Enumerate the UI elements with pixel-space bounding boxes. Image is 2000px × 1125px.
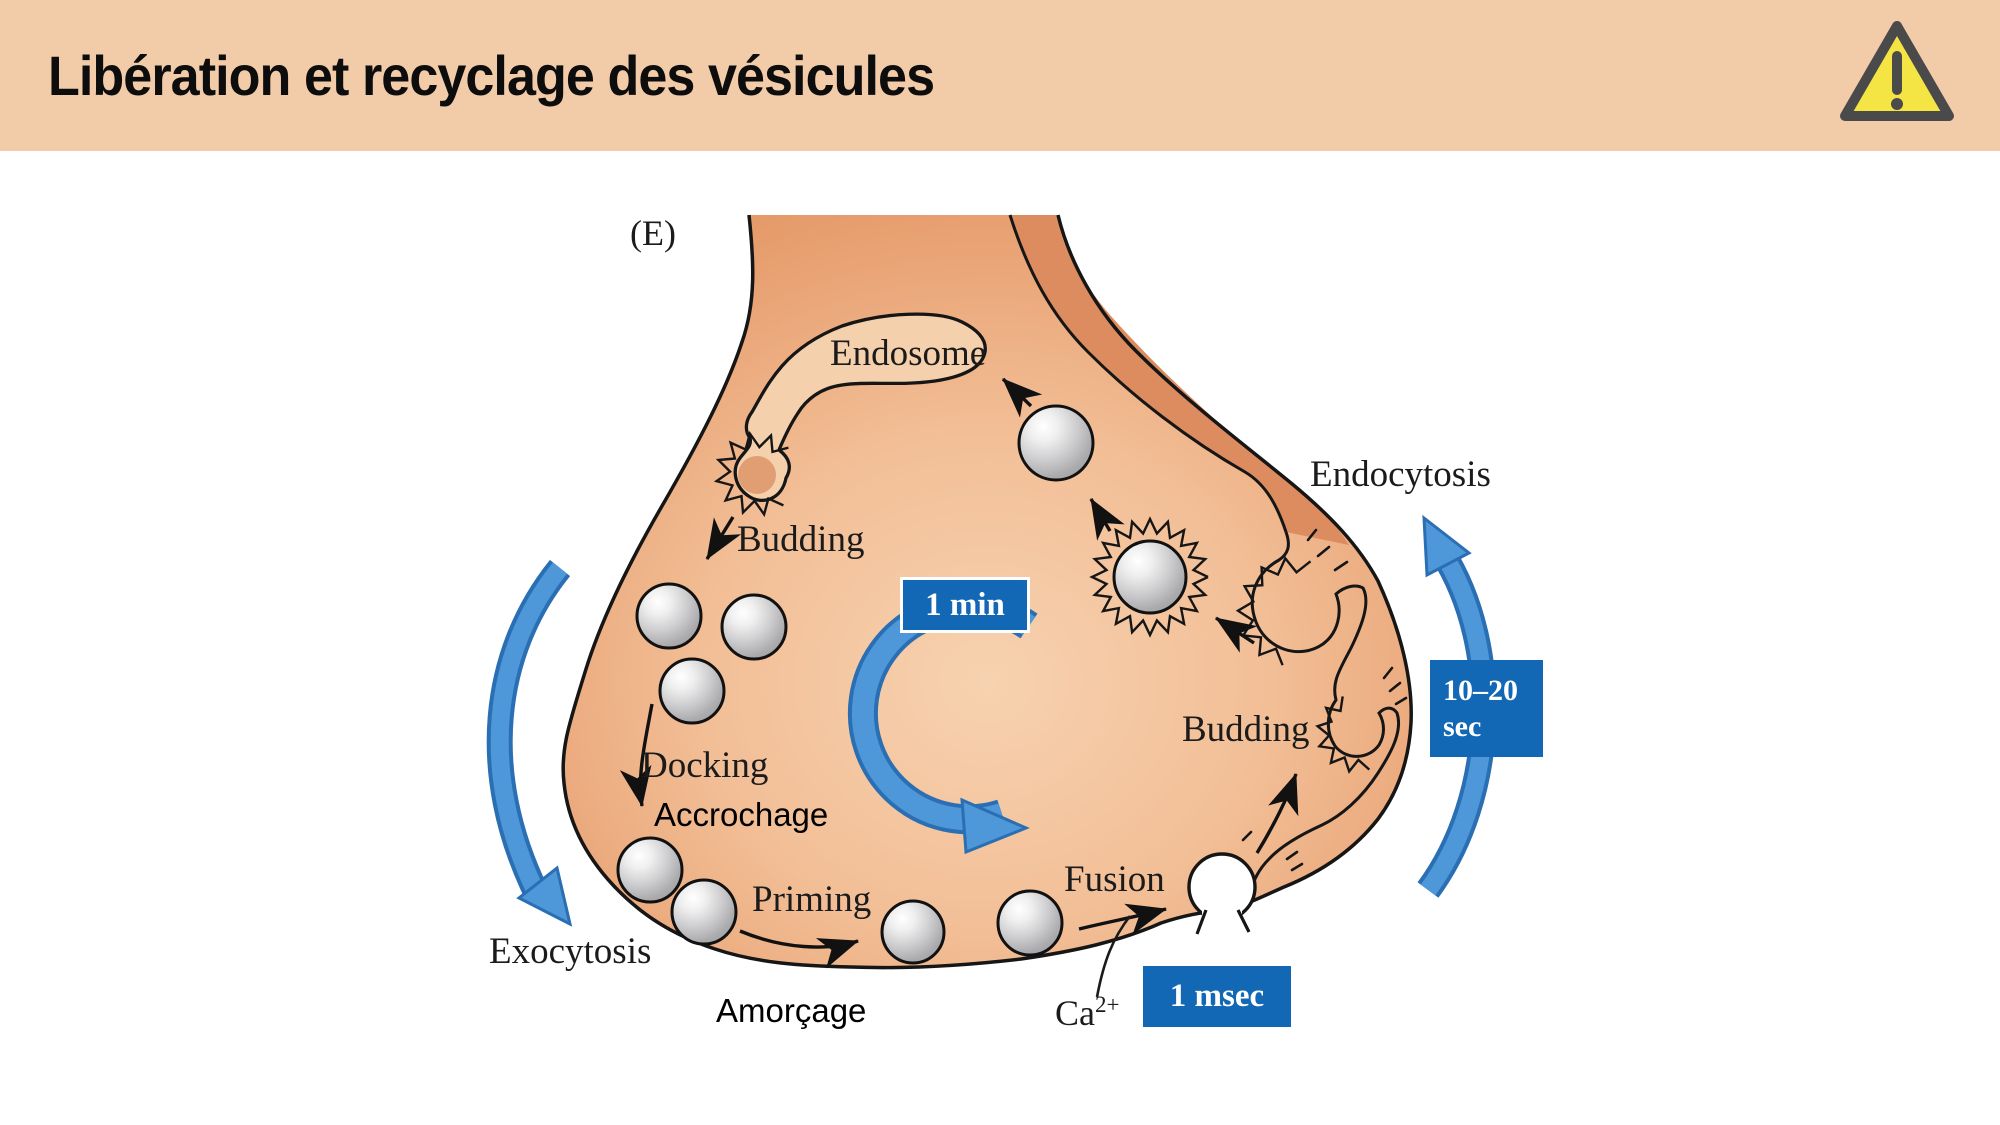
vesicle-docked — [670, 878, 738, 946]
fusion-pore — [1187, 852, 1257, 943]
clathrin-coat-endosome-bud — [713, 430, 789, 518]
arrow-priming — [739, 929, 859, 969]
exocytosis-arrow — [486, 559, 573, 927]
endosome-organelle — [713, 312, 987, 518]
vesicle-recycled — [1017, 404, 1095, 482]
endocytosis-time-badge: 10–20 sec — [1430, 660, 1543, 757]
arrow-fusion — [1078, 903, 1167, 935]
membrane-flick-marks — [1241, 528, 1408, 872]
vesicle-coated — [1112, 539, 1188, 615]
endosome-budding-vesicle — [738, 456, 776, 494]
endocytosis-label: Endocytosis — [1310, 454, 1491, 495]
arrow-vesicle-to-endosome — [1001, 377, 1043, 418]
cycle-time-badge: 1 min — [900, 577, 1030, 633]
vesicle — [658, 657, 726, 725]
calcium-entry-line — [1095, 915, 1132, 998]
warning-triangle-icon — [1840, 21, 1954, 121]
fusion-label: Fusion — [1064, 859, 1165, 900]
vesicle — [720, 593, 788, 661]
docking-label: Docking — [641, 745, 769, 786]
process-arrows — [619, 377, 1299, 969]
priming-label-french: Amorçage — [716, 992, 867, 1029]
docking-label-french: Accrochage — [654, 796, 829, 833]
calcium-label: Ca2+ — [1055, 992, 1120, 1033]
budding-top-label: Budding — [737, 519, 865, 560]
panel-label: (E) — [630, 213, 676, 253]
budding-right-label: Budding — [1182, 709, 1310, 750]
fusion-time-badge: 1 msec — [1143, 966, 1291, 1027]
arrow-coated-to-vesicle — [1089, 498, 1125, 541]
endosome-label: Endosome — [830, 333, 987, 374]
slide-title: Libération et recyclage des vésicules — [48, 44, 935, 107]
synaptic-vesicles — [616, 404, 1188, 965]
clathrin-coat-pit-lower — [1315, 696, 1371, 774]
slide-header: Libération et recyclage des vésicules — [0, 0, 2000, 151]
vesicle-primed — [880, 899, 946, 965]
clathrin-coat-pit-upper — [1235, 556, 1312, 666]
arrow-budding-top — [705, 516, 742, 560]
vesicle-prefusion — [996, 889, 1064, 957]
clathrin-coat-vesicle-ring — [1089, 516, 1209, 638]
vesicle — [635, 582, 703, 650]
vesicle-docked — [616, 836, 684, 904]
priming-label: Priming — [752, 879, 872, 920]
arrow-budding-right — [1255, 773, 1299, 854]
arrow-docking — [619, 703, 654, 807]
exocytosis-label: Exocytosis — [489, 931, 652, 972]
arrow-pit-to-coated — [1215, 616, 1258, 653]
